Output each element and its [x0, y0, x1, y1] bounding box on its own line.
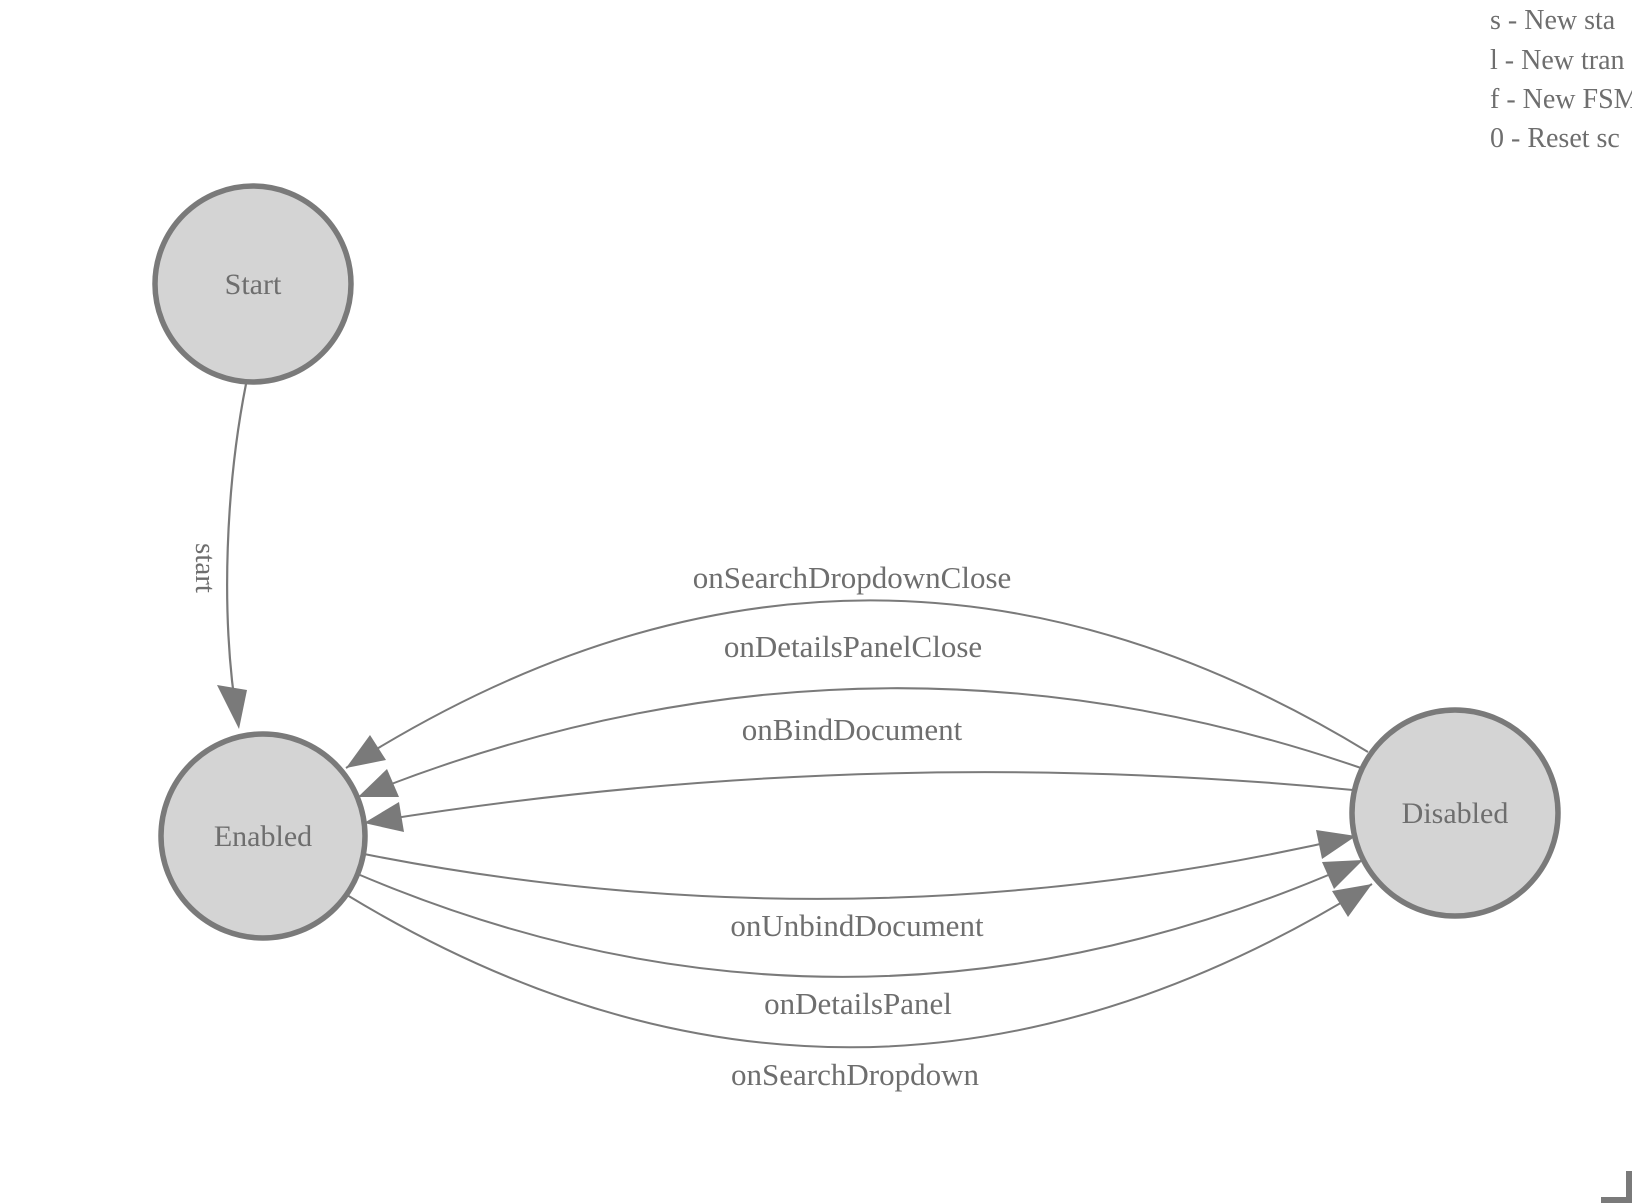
- shortcut-legend: s - New sta l - New tran f - New FSM 0 -…: [1490, 5, 1632, 154]
- legend-item-reset: 0 - Reset sc: [1490, 123, 1620, 154]
- edge-label-details-panel: onDetailsPanel: [764, 986, 952, 1021]
- arrowhead-details-panel: [1322, 860, 1363, 889]
- edge-details-panel-close[interactable]: [357, 687, 1362, 798]
- state-node-start[interactable]: [152, 183, 354, 385]
- edge-start[interactable]: [226, 383, 248, 725]
- edge-label-details-panel-close: onDetailsPanelClose: [724, 629, 982, 664]
- edge-label-bind-document: onBindDocument: [742, 712, 963, 747]
- state-node-enabled[interactable]: [158, 731, 368, 941]
- arrowhead-bind-document: [364, 802, 404, 832]
- arrowhead-unbind-document: [1316, 830, 1356, 859]
- state-node-disabled[interactable]: [1349, 707, 1561, 919]
- arrowhead-details-panel-close: [358, 769, 399, 797]
- arrowhead-start: [217, 685, 247, 729]
- edge-unbind-document[interactable]: [363, 835, 1357, 900]
- state-label-disabled: Disabled: [1402, 797, 1509, 830]
- legend-item-new-transition: l - New tran: [1490, 45, 1625, 76]
- arrowhead-search-dropdown-close: [346, 735, 386, 768]
- edge-search-dropdown-close[interactable]: [345, 599, 1369, 769]
- legend-item-new-state: s - New sta: [1490, 5, 1616, 36]
- edge-bind-document[interactable]: [363, 771, 1354, 824]
- edge-label-search-dropdown-close: onSearchDropdownClose: [693, 560, 1012, 595]
- edge-search-dropdown[interactable]: [346, 883, 1373, 1049]
- edge-label-search-dropdown: onSearchDropdown: [731, 1057, 979, 1092]
- legend-item-new-fsm: f - New FSM: [1490, 84, 1632, 115]
- edge-label-start: start: [189, 543, 221, 593]
- state-label-start: Start: [225, 268, 282, 301]
- cropped-corner-element: [1601, 1171, 1632, 1203]
- edge-label-unbind-document: onUnbindDocument: [730, 908, 984, 943]
- arrowhead-search-dropdown: [1332, 884, 1372, 917]
- edge-details-panel[interactable]: [359, 859, 1364, 978]
- state-label-enabled: Enabled: [214, 820, 312, 853]
